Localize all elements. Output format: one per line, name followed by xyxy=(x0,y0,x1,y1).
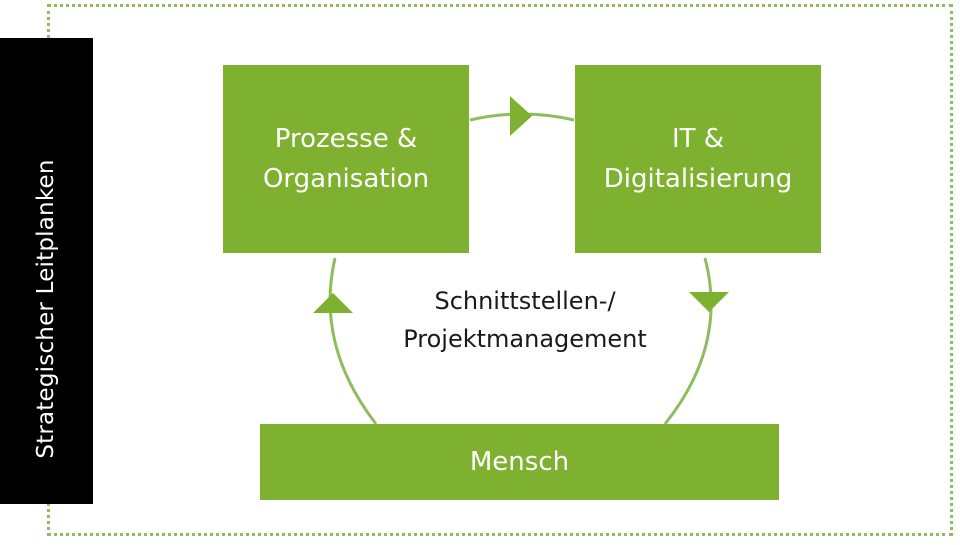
process-organisation-line1: Prozesse & xyxy=(274,124,418,154)
sidebar-panel: Strategischer Leitplanken xyxy=(0,38,93,504)
mensch-label: Mensch xyxy=(469,447,570,477)
mensch-box: Mensch xyxy=(260,424,779,500)
center-label: Schnittstellen-/ Projektmanagement xyxy=(350,282,700,358)
arrow-down-icon xyxy=(689,292,729,312)
it-digitalisation-line1: IT & xyxy=(671,124,725,154)
connector-right-arc xyxy=(663,257,713,425)
arrow-right-icon xyxy=(510,96,532,136)
it-digitalisation-line2: Digitalisierung xyxy=(603,164,793,194)
it-digitalisation-box: IT & Digitalisierung xyxy=(575,65,821,253)
center-label-line1: Schnittstellen-/ xyxy=(434,287,616,315)
center-label-line2: Projektmanagement xyxy=(403,325,647,353)
arrow-up-icon xyxy=(313,293,353,313)
process-organisation-line2: Organisation xyxy=(262,164,430,194)
connector-left-arc xyxy=(328,257,378,425)
process-organisation-box: Prozesse & Organisation xyxy=(223,65,469,253)
